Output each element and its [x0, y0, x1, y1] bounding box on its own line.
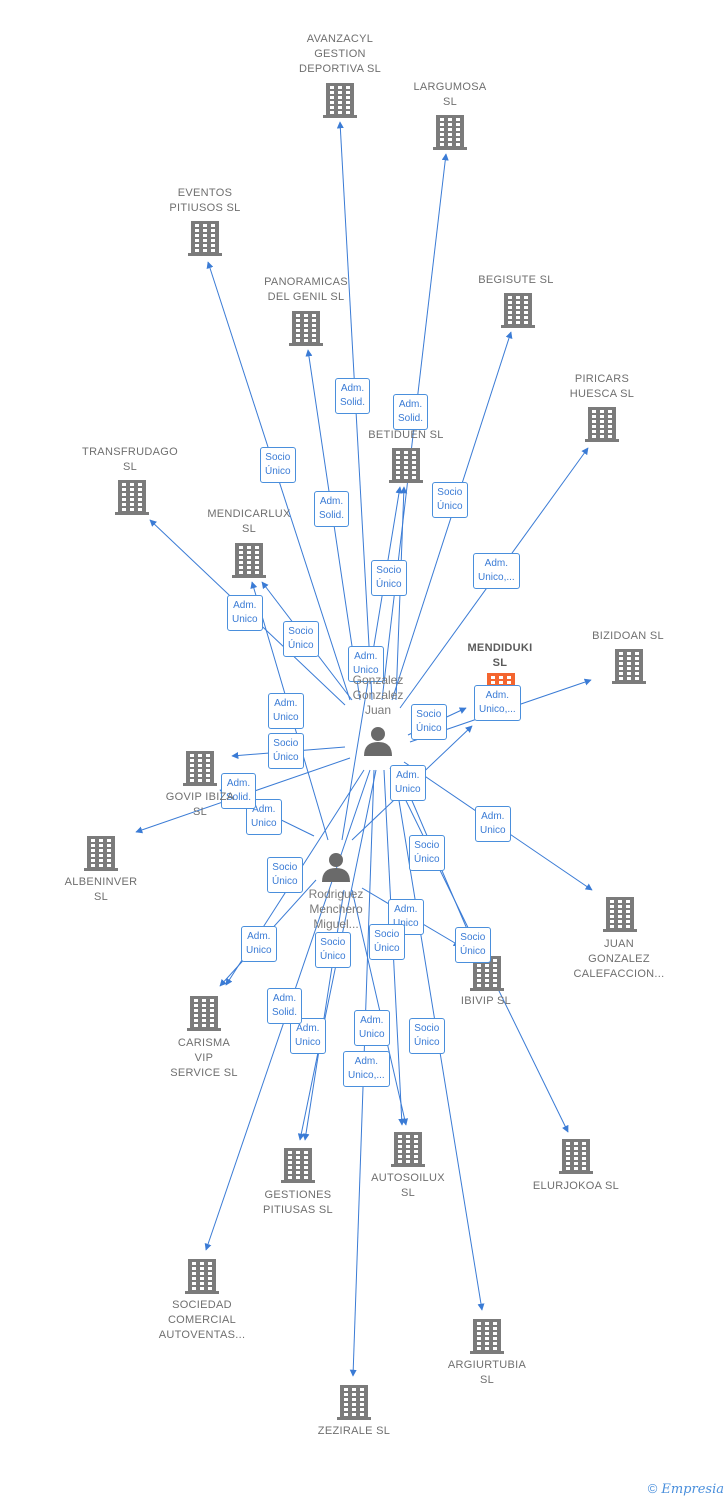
- edge-role-badge[interactable]: Adm. Unico: [348, 646, 384, 682]
- company-label-gestiones[interactable]: GESTIONES PITIUSAS SL: [263, 1189, 333, 1216]
- company-label-mendicarlux[interactable]: MENDICARLUX SL: [207, 508, 291, 535]
- building-icon[interactable]: [232, 543, 266, 578]
- edge-role-badge[interactable]: Adm. Solid.: [335, 378, 371, 414]
- edge-role-badge[interactable]: Socio Único: [267, 857, 303, 893]
- company-label-albeninver[interactable]: ALBENINVER SL: [64, 876, 138, 903]
- company-label-avanzacyl[interactable]: AVANZACYL GESTION DEPORTIVA SL: [298, 33, 382, 75]
- edge-role-badge[interactable]: Adm. Unico,...: [474, 685, 521, 721]
- building-icon[interactable]: [185, 1259, 219, 1294]
- company-label-sociedad[interactable]: SOCIEDAD COMERCIAL AUTOVENTAS...: [158, 1299, 246, 1341]
- edge-role-badge[interactable]: Socio Único: [409, 835, 445, 871]
- edge-role-badge[interactable]: Adm. Unico: [354, 1010, 390, 1046]
- company-label-govip[interactable]: GOVIP IBIZA SL: [165, 791, 235, 818]
- company-label-carisma[interactable]: CARISMA VIP SERVICE SL: [170, 1037, 238, 1079]
- building-icon[interactable]: [470, 1319, 504, 1354]
- company-label-panoramicas[interactable]: PANORAMICAS DEL GENIL SL: [264, 276, 348, 303]
- edge-miguel-autosoilux: [351, 889, 409, 1126]
- company-label-elurjokoa[interactable]: ELURJOKOA SL: [532, 1180, 620, 1192]
- edge-role-badge[interactable]: Adm. Solid.: [221, 773, 257, 809]
- edge-role-badge[interactable]: Adm. Unico: [290, 1018, 326, 1054]
- footer-brand: ©Empresia: [648, 1481, 724, 1497]
- company-label-ibivip[interactable]: IBIVIP SL: [460, 995, 512, 1007]
- edge-role-badge[interactable]: Adm. Unico: [390, 765, 426, 801]
- edge-role-badge[interactable]: Socio Único: [409, 1018, 445, 1054]
- edge-role-badge[interactable]: Socio Único: [432, 482, 468, 518]
- building-icon[interactable]: [391, 1132, 425, 1167]
- edge-role-badge[interactable]: Adm. Solid.: [393, 394, 429, 430]
- edge-miguel-gestiones: [302, 889, 345, 1141]
- copyright-symbol: ©: [647, 1481, 658, 1496]
- brand-name: Empresia: [661, 1482, 724, 1497]
- person-label-miguel[interactable]: Rodriguez Menchero Miguel...: [308, 887, 364, 931]
- building-icon[interactable]: [281, 1148, 315, 1183]
- edge-role-badge[interactable]: Adm. Unico: [475, 806, 511, 842]
- building-icon[interactable]: [84, 836, 118, 871]
- edge-role-badge[interactable]: Socio Único: [283, 621, 319, 657]
- company-label-juangonzalez[interactable]: JUAN GONZALEZ CALEFACCION...: [573, 938, 665, 980]
- edge-role-badge[interactable]: Adm. Unico: [388, 899, 424, 935]
- company-label-argiurtubia[interactable]: ARGIURTUBIA SL: [447, 1359, 527, 1386]
- building-icon[interactable]: [433, 115, 467, 150]
- company-label-zezirale[interactable]: ZEZIRALE SL: [317, 1425, 391, 1437]
- building-icon[interactable]: [115, 480, 149, 515]
- edge-role-badge[interactable]: Socio Único: [369, 924, 405, 960]
- edge-role-badge[interactable]: Adm. Solid.: [267, 988, 303, 1024]
- edge-role-badge[interactable]: Socio Único: [411, 704, 447, 740]
- edge-role-badge[interactable]: Adm. Unico,...: [343, 1051, 390, 1087]
- company-label-transfrudago[interactable]: TRANSFRUDAGO SL: [82, 446, 178, 473]
- building-icon[interactable]: [337, 1385, 371, 1420]
- company-label-begisute[interactable]: BEGISUTE SL: [478, 274, 554, 286]
- edge-role-badge[interactable]: Adm. Unico: [241, 926, 277, 962]
- company-label-largumosa[interactable]: LARGUMOSA SL: [413, 81, 487, 108]
- person-label-juan[interactable]: Gonzalez Gonzalez Juan: [352, 673, 404, 717]
- edge-role-badge[interactable]: Socio Único: [268, 733, 304, 769]
- edge-role-badge[interactable]: Adm. Unico: [227, 595, 263, 631]
- edge-role-badge[interactable]: Socio Único: [455, 927, 491, 963]
- edge-role-badge[interactable]: Adm. Unico,...: [473, 553, 520, 589]
- company-label-piricars[interactable]: PIRICARS HUESCA SL: [569, 373, 635, 400]
- building-icon[interactable]: [585, 407, 619, 442]
- building-icon[interactable]: [501, 293, 535, 328]
- building-icon[interactable]: [612, 649, 646, 684]
- building-icon[interactable]: [183, 751, 217, 786]
- edge-role-badge[interactable]: Socio Único: [260, 447, 296, 483]
- company-label-eventos[interactable]: EVENTOS PITIUSOS SL: [169, 187, 241, 214]
- building-icon[interactable]: [188, 221, 222, 256]
- building-icon[interactable]: [389, 448, 423, 483]
- company-label-autosoilux[interactable]: AUTOSOILUX SL: [371, 1172, 445, 1199]
- edge-role-badge[interactable]: Adm. Unico: [268, 693, 304, 729]
- person-icon[interactable]: [322, 853, 350, 882]
- building-icon[interactable]: [323, 83, 357, 118]
- edge-role-badge[interactable]: Socio Único: [371, 560, 407, 596]
- person-icon[interactable]: [364, 727, 392, 756]
- company-label-betiduen[interactable]: BETIDUEN SL: [368, 429, 444, 441]
- building-icon[interactable]: [289, 311, 323, 346]
- building-icon[interactable]: [559, 1139, 593, 1174]
- edge-role-badge[interactable]: Socio Único: [315, 932, 351, 968]
- company-label-mendiduki[interactable]: MENDIDUKI SL: [467, 642, 533, 669]
- building-icon[interactable]: [187, 996, 221, 1031]
- company-label-bizidoan[interactable]: BIZIDOAN SL: [592, 630, 664, 642]
- building-icon[interactable]: [603, 897, 637, 932]
- edge-role-badge[interactable]: Adm. Solid.: [314, 491, 350, 527]
